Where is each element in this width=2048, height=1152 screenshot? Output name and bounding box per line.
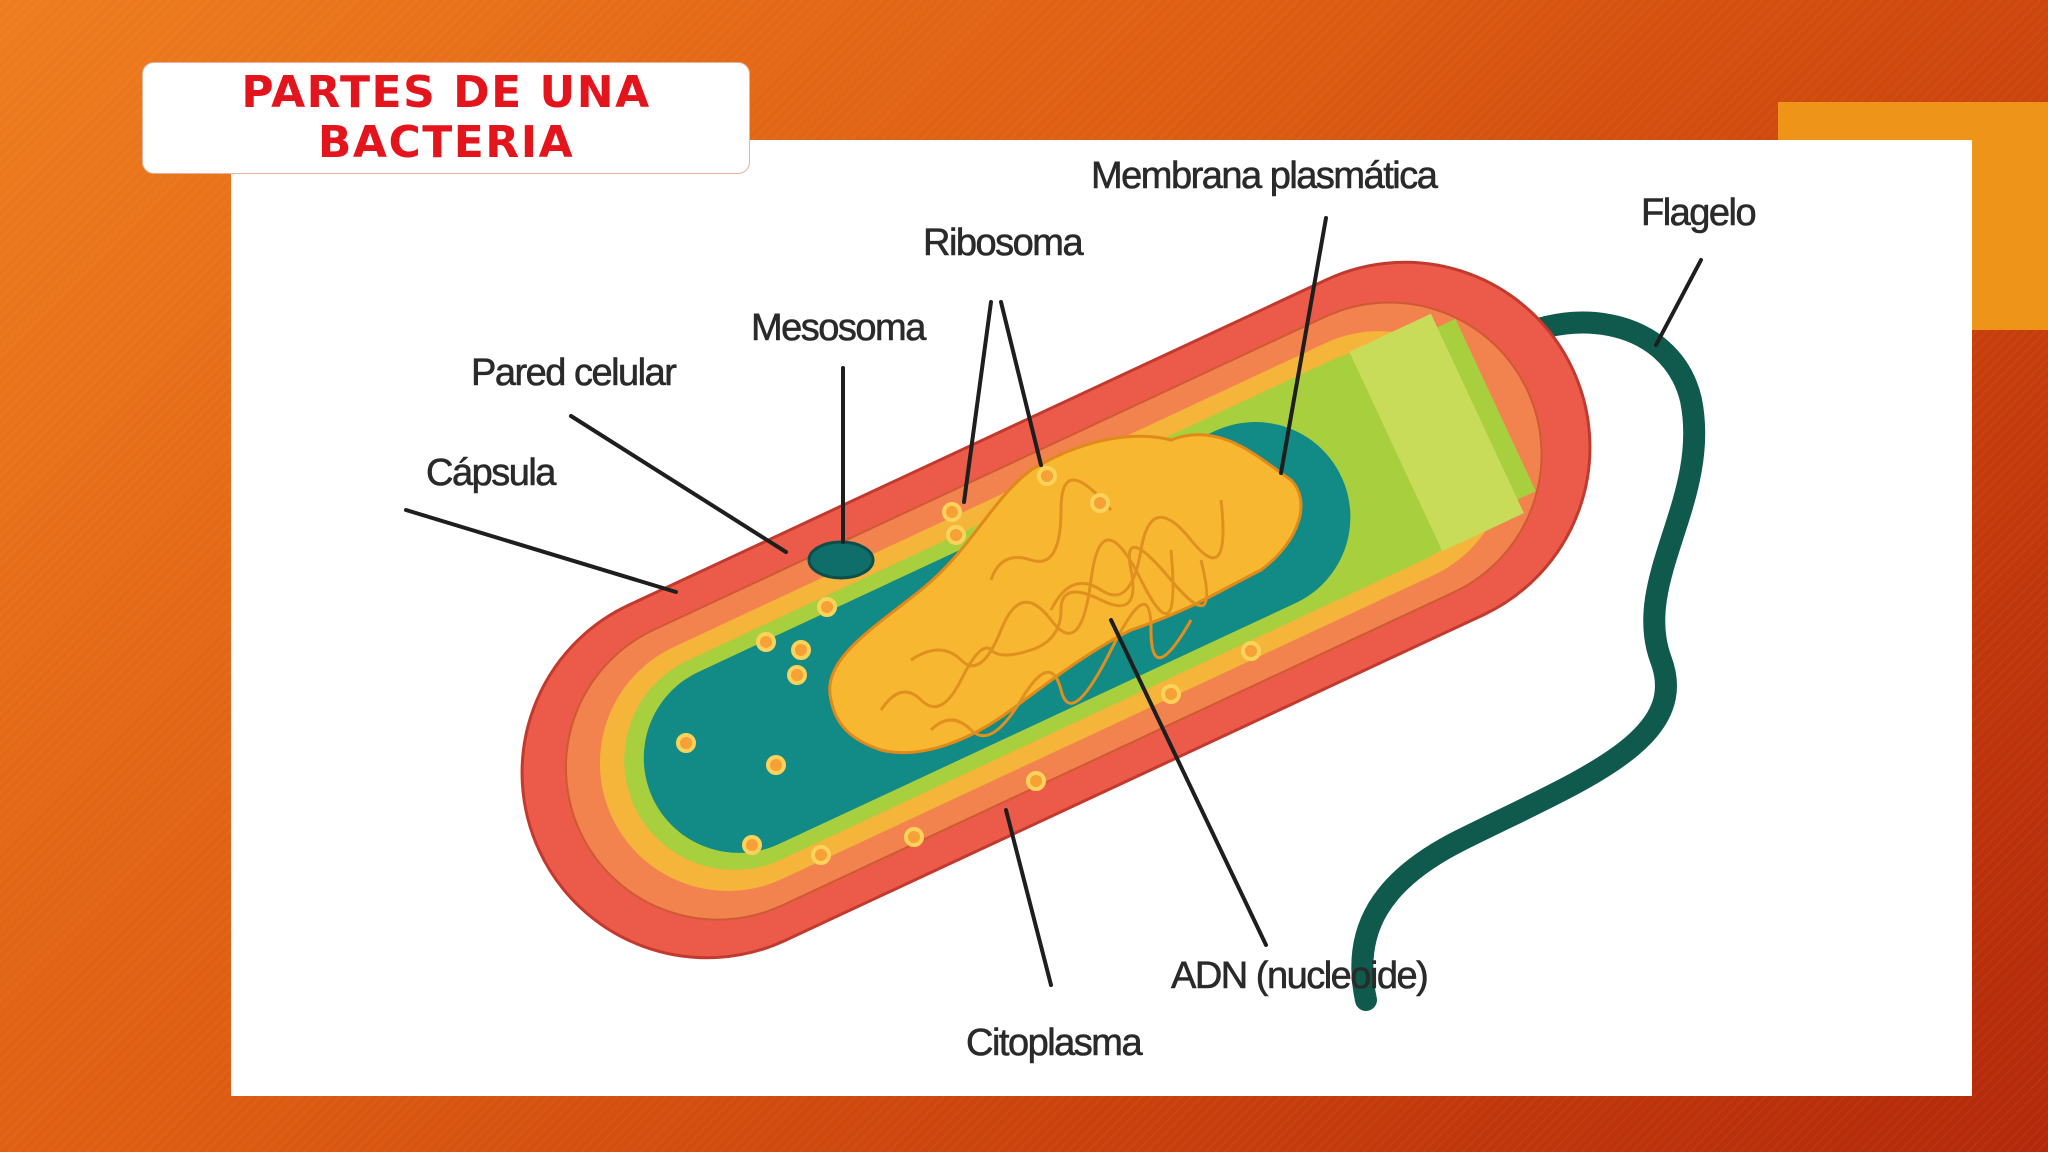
label-flagelo: Flagelo	[1641, 192, 1755, 234]
membrana-leader	[1279, 216, 1328, 475]
label-membrana-plasmatica: Membrana plasmática	[1091, 155, 1439, 197]
pared-celular-leader	[569, 414, 788, 554]
label-citoplasma: Citoplasma	[966, 1022, 1143, 1064]
citoplasma-leader	[1004, 808, 1053, 987]
adn-leader	[1109, 618, 1268, 947]
ribosoma-leader-1	[999, 300, 1043, 467]
label-pared-celular: Pared celular	[471, 352, 677, 394]
label-adn: ADN (nucleoide)	[1171, 955, 1427, 997]
label-mesosoma: Mesosoma	[751, 307, 927, 349]
membrane-cut-edge	[1349, 313, 1524, 552]
dna-strands	[879, 478, 1225, 738]
flagellum	[1351, 311, 1706, 1011]
capsula-leader	[404, 508, 678, 594]
label-capsula: Cápsula	[426, 452, 557, 494]
diagram-panel: Cápsula Pared celular Mesosoma Ribosoma …	[231, 140, 1972, 1096]
ribosoma-leader-2	[962, 300, 993, 504]
title-line-2: BACTERIA	[317, 117, 575, 168]
flagelo-leader	[1654, 258, 1703, 347]
ribosomes	[676, 466, 1261, 865]
label-ribosoma: Ribosoma	[923, 222, 1084, 264]
title-box: PARTES DE UNA BACTERIA	[142, 62, 750, 174]
mesosome	[807, 540, 875, 580]
bacteria-diagram: Cápsula Pared celular Mesosoma Ribosoma …	[404, 155, 1757, 1064]
title-line-1: PARTES DE UNA	[241, 67, 651, 118]
